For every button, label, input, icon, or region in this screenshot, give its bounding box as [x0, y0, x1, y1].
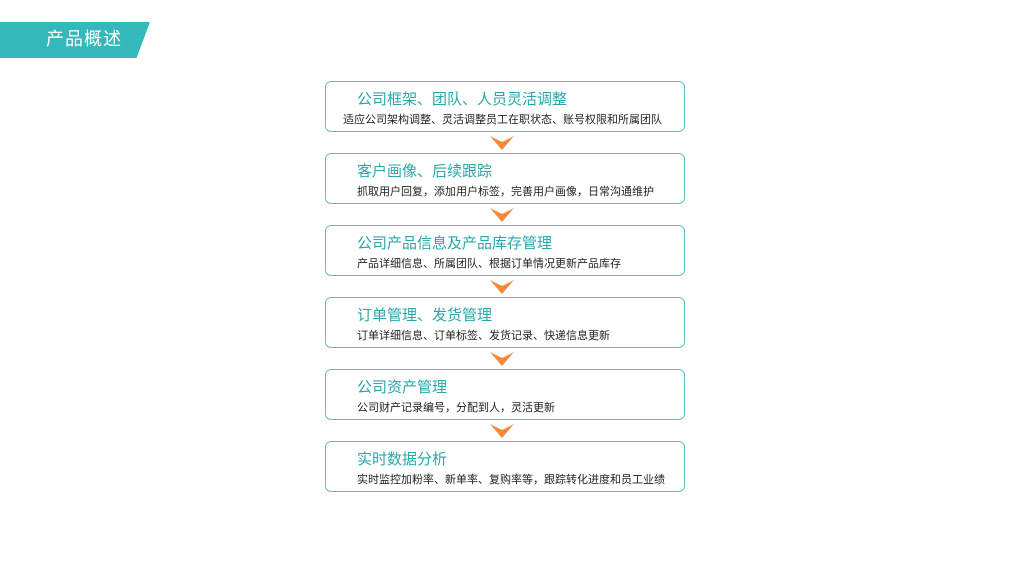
step-title: 公司资产管理 [357, 378, 448, 396]
step-box-5: 公司资产管理 公司财产记录编号，分配到人，灵活更新 [325, 369, 685, 420]
chevron-down-icon [490, 352, 514, 366]
chevron-down-icon [490, 136, 514, 150]
step-box-6: 实时数据分析 实时监控加粉率、新单率、复购率等，跟踪转化进度和员工业绩 [325, 441, 685, 492]
flow-arrow [325, 132, 685, 153]
flow-arrow [325, 276, 685, 297]
step-box-2: 客户画像、后续跟踪 抓取用户回复，添加用户标签，完善用户画像，日常沟通维护 [325, 153, 685, 204]
step-box-1: 公司框架、团队、人员灵活调整 适应公司架构调整、灵活调整员工在职状态、账号权限和… [325, 81, 685, 132]
flow-arrow [325, 204, 685, 225]
flow-arrow [325, 420, 685, 441]
step-box-3: 公司产品信息及产品库存管理 产品详细信息、所属团队、根据订单情况更新产品库存 [325, 225, 685, 276]
step-description: 抓取用户回复，添加用户标签，完善用户画像，日常沟通维护 [357, 185, 654, 198]
process-flow: 公司框架、团队、人员灵活调整 适应公司架构调整、灵活调整员工在职状态、账号权限和… [325, 81, 685, 492]
step-title: 订单管理、发货管理 [357, 306, 493, 324]
step-title: 公司框架、团队、人员灵活调整 [357, 90, 568, 108]
step-title: 实时数据分析 [357, 450, 448, 468]
chevron-down-icon [490, 280, 514, 294]
step-title: 公司产品信息及产品库存管理 [357, 234, 553, 252]
step-description: 适应公司架构调整、灵活调整员工在职状态、账号权限和所属团队 [343, 113, 662, 126]
step-title: 客户画像、后续跟踪 [357, 162, 493, 180]
flow-arrow [325, 348, 685, 369]
step-description: 公司财产记录编号，分配到人，灵活更新 [357, 401, 555, 414]
chevron-down-icon [490, 208, 514, 222]
section-title-banner: 产品概述 [0, 22, 150, 58]
step-description: 订单详细信息、订单标签、发货记录、快递信息更新 [357, 329, 610, 342]
chevron-down-icon [490, 424, 514, 438]
step-description: 实时监控加粉率、新单率、复购率等，跟踪转化进度和员工业绩 [357, 473, 665, 486]
page-title: 产品概述 [46, 29, 122, 50]
step-description: 产品详细信息、所属团队、根据订单情况更新产品库存 [357, 257, 621, 270]
step-box-4: 订单管理、发货管理 订单详细信息、订单标签、发货记录、快递信息更新 [325, 297, 685, 348]
